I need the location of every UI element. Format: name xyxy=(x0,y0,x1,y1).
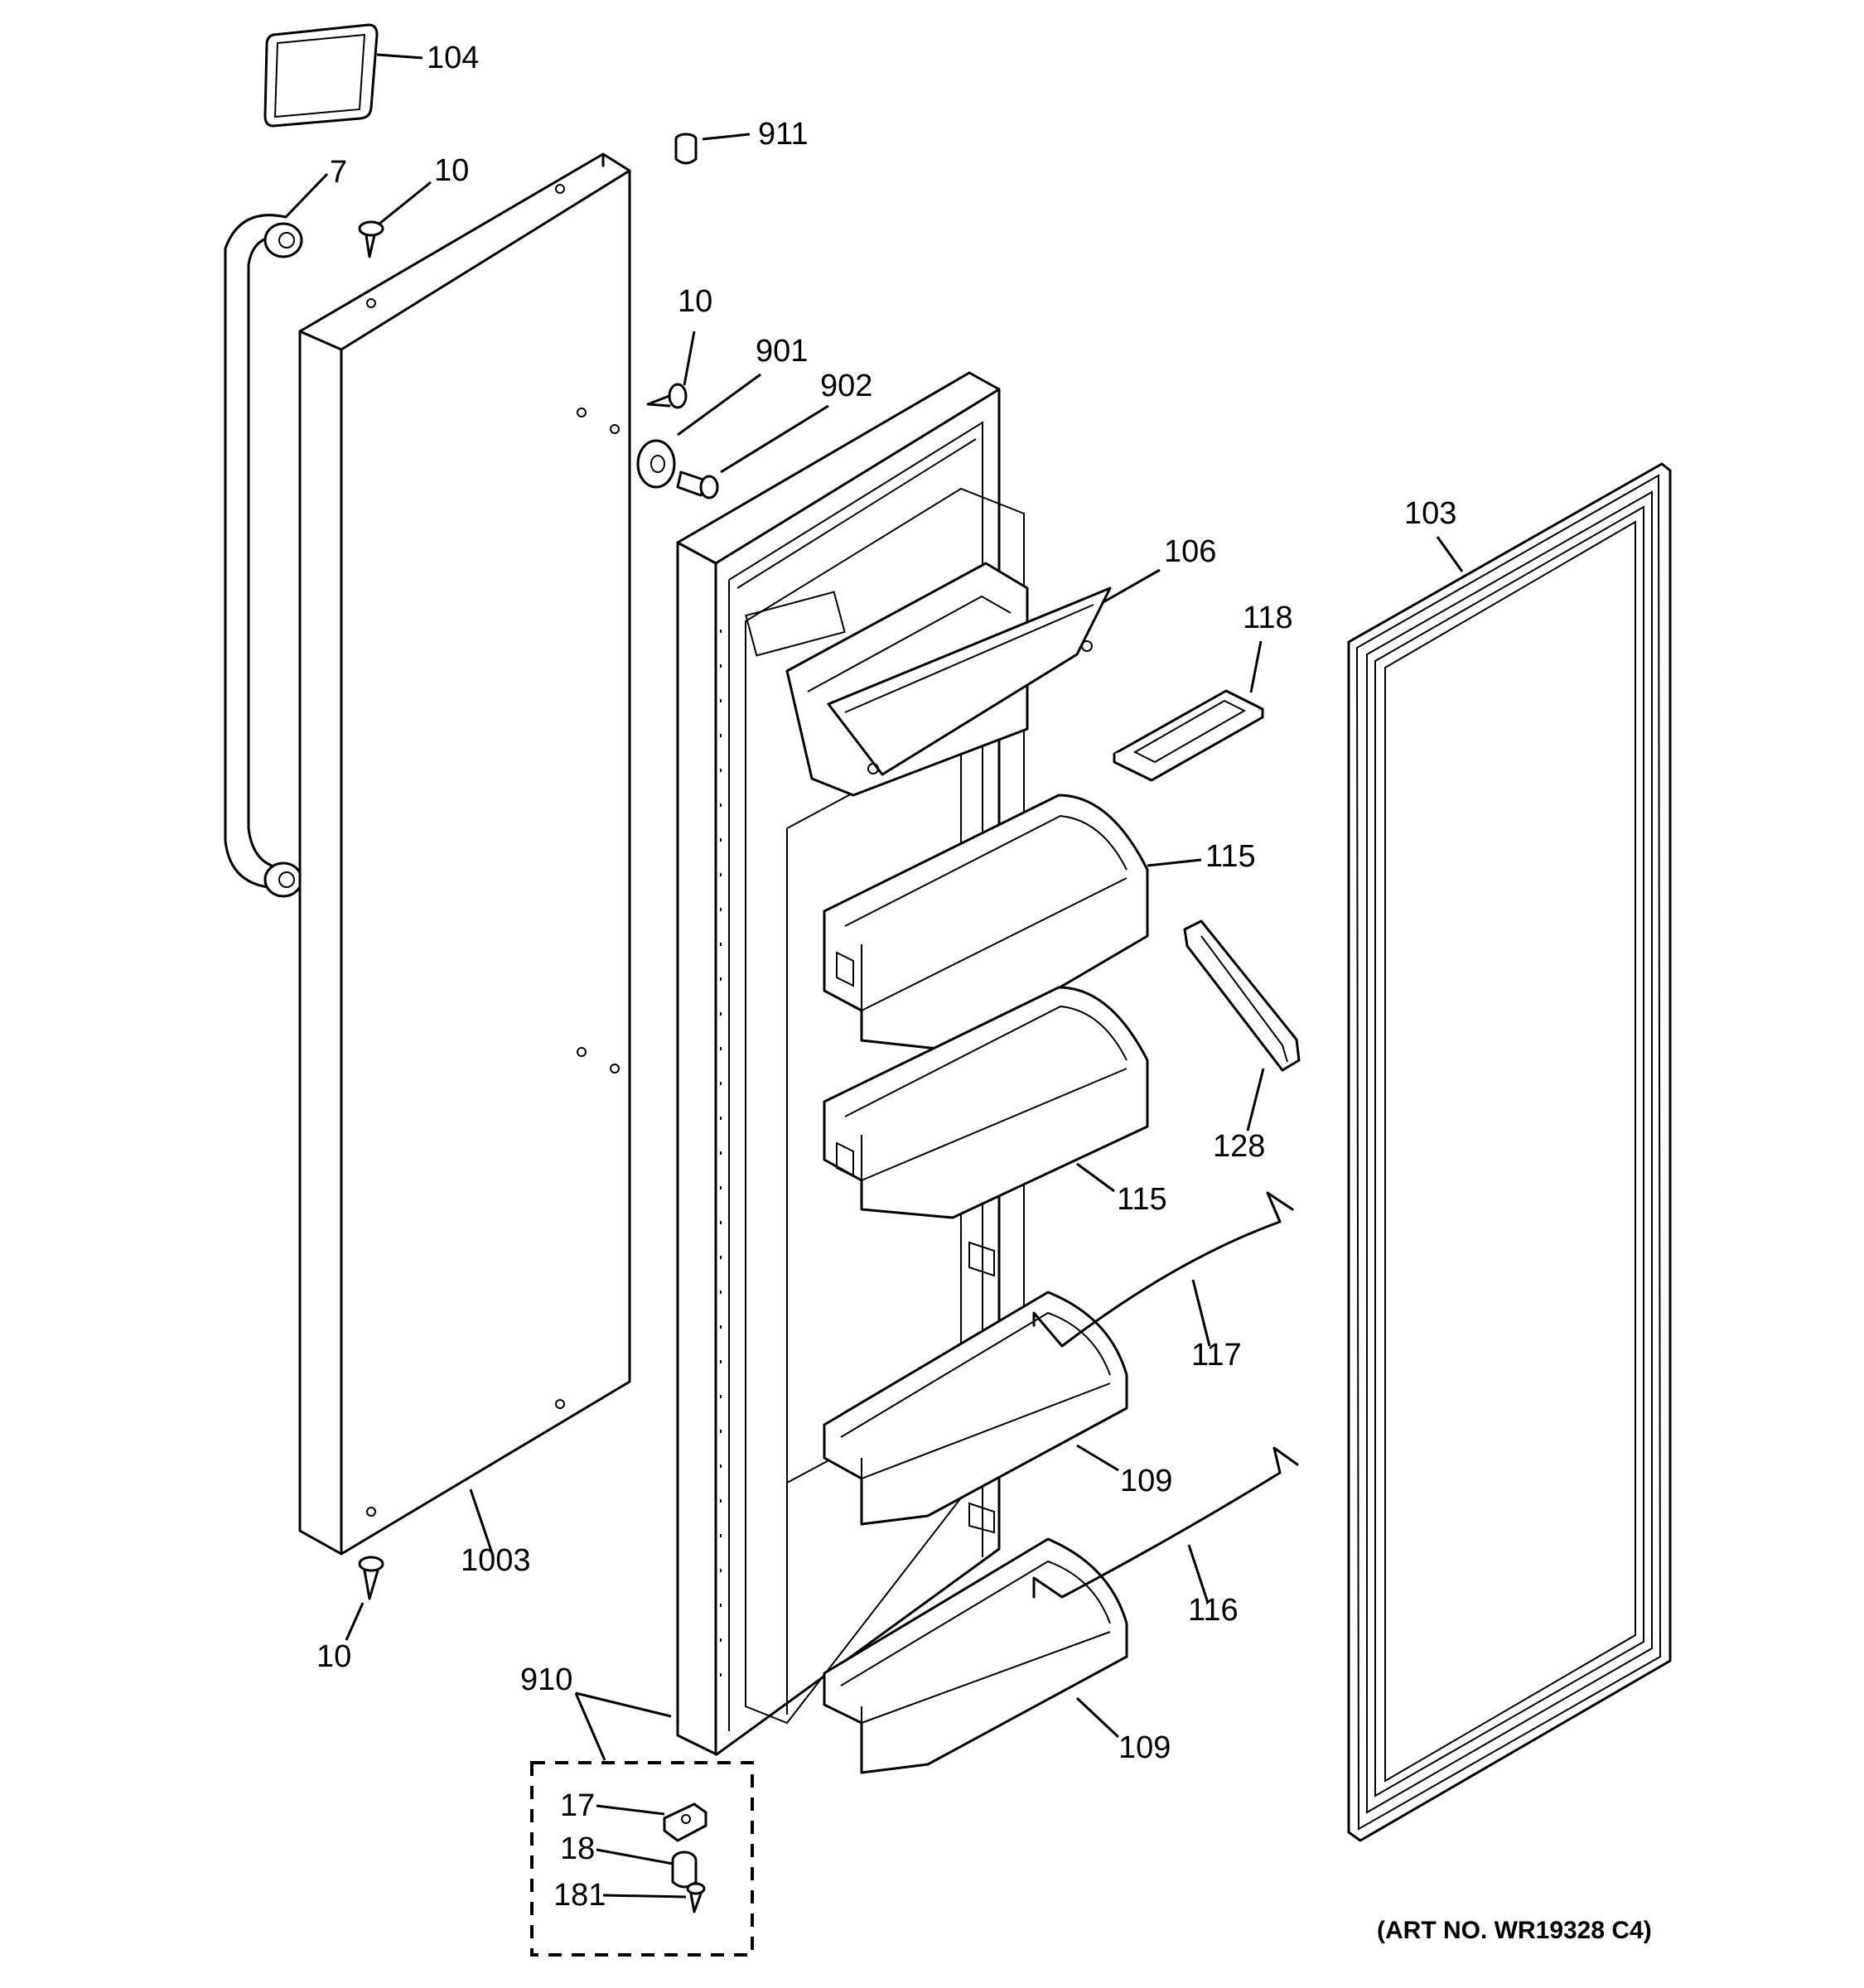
leader-lines xyxy=(284,53,1464,1899)
art-number: (ART NO. WR19328 C4) xyxy=(1377,1917,1652,1944)
callout-10-bottom: 10 xyxy=(316,1639,351,1674)
part-901-washer xyxy=(636,439,676,489)
part-10-screw-mid xyxy=(646,383,688,409)
part-116-wire xyxy=(1032,1446,1299,1599)
callout-109-lower: 109 xyxy=(1118,1730,1171,1765)
callout-902: 902 xyxy=(820,369,872,403)
part-10-screw-bottom xyxy=(358,1556,384,1600)
callout-911: 911 xyxy=(758,117,809,152)
part-103-gasket xyxy=(1347,462,1672,1842)
callout-104: 104 xyxy=(427,41,479,75)
callout-10-mid: 10 xyxy=(678,284,712,319)
callout-109-upper: 109 xyxy=(1120,1464,1172,1498)
part-106-dairy-bin xyxy=(785,562,1112,797)
callout-10-top: 10 xyxy=(434,153,469,188)
part-118-tray xyxy=(1113,689,1264,782)
part-911-cap xyxy=(674,133,698,165)
part-128-cover xyxy=(1183,919,1301,1072)
callout-115-upper: 115 xyxy=(1205,839,1256,874)
callout-118: 118 xyxy=(1243,601,1293,635)
part-10-screw-top xyxy=(358,220,384,258)
part-115-bin-lower xyxy=(823,986,1149,1219)
hinge-kit-box xyxy=(530,1761,754,1957)
part-18-bushing xyxy=(671,1850,698,1889)
part-7-handle xyxy=(224,214,303,898)
part-181-screw xyxy=(686,1882,706,1913)
part-109-bin-lower xyxy=(823,1537,1128,1774)
callout-17: 17 xyxy=(560,1788,595,1823)
part-104-nameplate xyxy=(263,23,379,128)
callout-181: 181 xyxy=(553,1878,606,1913)
part-109-bin-upper xyxy=(823,1291,1128,1526)
callout-106: 106 xyxy=(1164,534,1216,569)
part-117-wire xyxy=(1032,1191,1294,1348)
part-902-pin xyxy=(676,470,719,499)
callout-7: 7 xyxy=(330,155,347,190)
callout-115-lower: 115 xyxy=(1117,1182,1167,1217)
callout-labels: 104 911 7 10 10 901 902 106 118 103 115 … xyxy=(316,41,1456,1913)
callout-910: 910 xyxy=(520,1662,572,1697)
callout-18: 18 xyxy=(560,1831,595,1866)
callout-901: 901 xyxy=(756,334,808,369)
callout-117: 117 xyxy=(1191,1338,1242,1373)
part-1003-door-panel xyxy=(298,152,631,1556)
part-115-bin-upper xyxy=(823,794,1149,1052)
callout-103: 103 xyxy=(1404,496,1456,531)
part-17-bracket xyxy=(663,1802,707,1842)
callout-116: 116 xyxy=(1188,1593,1239,1628)
callout-128: 128 xyxy=(1213,1129,1265,1164)
callout-1003: 1003 xyxy=(461,1543,531,1578)
